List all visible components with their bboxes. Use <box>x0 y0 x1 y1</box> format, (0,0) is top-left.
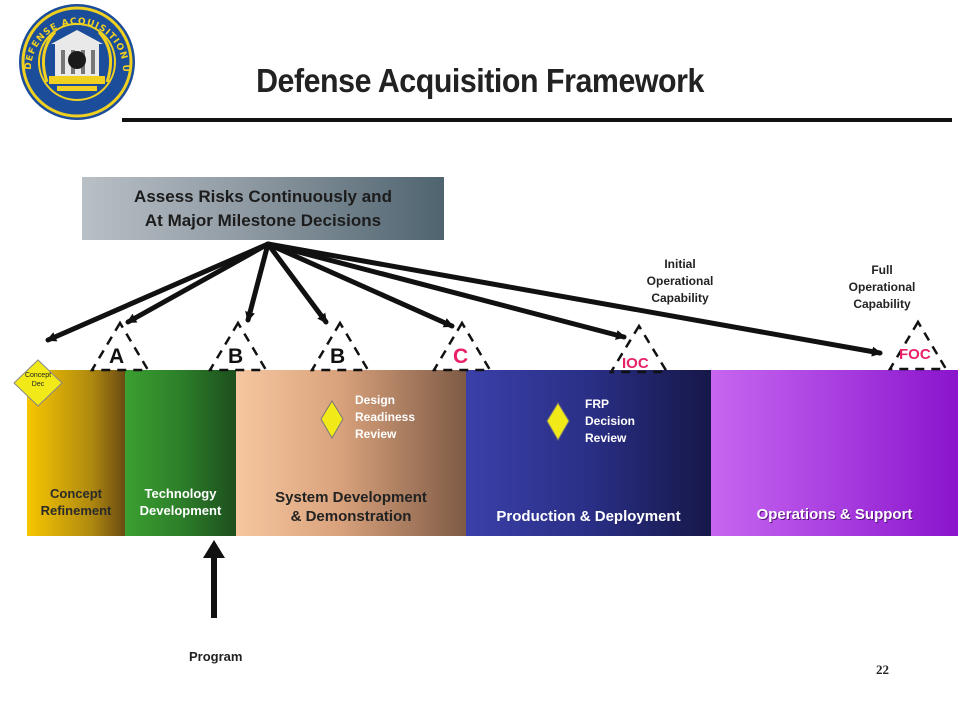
title-rule <box>122 118 952 122</box>
phase-system-development: System Development & Demonstration <box>236 370 466 536</box>
page-number: 22 <box>876 662 889 677</box>
arrow-to-milestone-b2 <box>265 241 329 325</box>
ioc-capability-note: Initial Operational Capability <box>620 256 740 307</box>
phase-concept-line2: Refinement <box>40 503 112 518</box>
program-arrowhead <box>203 540 225 558</box>
assess-risks-line1: Assess Risks Continuously and <box>134 186 392 206</box>
frp-review-line1: FRP <box>585 397 609 411</box>
ioc-note-line2: Operational <box>646 274 714 288</box>
program-label: Program <box>189 649 243 664</box>
concept-dec-line1: Concept <box>24 372 52 379</box>
concept-dec-line2: Dec <box>31 381 45 388</box>
phase-sdd-line1: System Development <box>275 489 427 506</box>
frp-review-line3: Review <box>585 431 627 445</box>
design-review-line1: Design <box>355 393 396 407</box>
page-title: Defense Acquisition Framework <box>256 62 704 99</box>
milestone-ioc-label: IOC <box>622 355 649 372</box>
phase-production-deployment: Production & Deployment <box>466 370 711 536</box>
milestone-b2-label: B <box>330 345 346 368</box>
ioc-note-line3: Capability <box>651 291 709 305</box>
phase-tech-line1: Technology <box>144 486 217 501</box>
arrow-to-milestone-b1 <box>245 241 271 323</box>
phase-pd-line1: Production & Deployment <box>496 508 681 525</box>
design-review-line3: Review <box>355 427 397 441</box>
assess-risks-box: Assess Risks Continuously and At Major M… <box>82 177 444 240</box>
milestone-a-label: A <box>109 345 125 368</box>
arrow-to-milestone-c <box>265 241 455 329</box>
arrow-to-milestone-a <box>125 241 271 325</box>
arrow-to-concept-dec <box>45 241 271 343</box>
svg-text:DEFENSE ACQUISITION UNIVERSITY: DEFENSE ACQUISITION UNIVERSITY <box>0 0 130 73</box>
frp-review-line2: Decision <box>585 414 636 428</box>
phase-concept-refinement: Concept Refinement <box>27 370 125 536</box>
foc-capability-note: Full Operational Capability <box>822 262 942 313</box>
foc-note-line1: Full <box>871 263 893 277</box>
ioc-note-line1: Initial <box>664 257 696 271</box>
phase-technology-development: Technology Development <box>125 370 236 536</box>
arrow-to-foc <box>265 241 883 357</box>
assess-risks-line2: At Major Milestone Decisions <box>144 210 382 230</box>
phase-concept-line1: Concept <box>50 486 102 501</box>
phase-operations-support: Operations & Support <box>711 370 958 536</box>
foc-note-line2: Operational <box>848 280 916 294</box>
arrow-to-ioc <box>265 241 627 340</box>
milestone-foc-label: FOC <box>899 346 931 363</box>
frp-decision-review-label: FRP Decision Review <box>585 396 635 447</box>
foc-note-line3: Capability <box>853 297 911 311</box>
milestone-c-label: C <box>453 345 469 368</box>
phase-sdd-line2: & Demonstration <box>290 508 412 525</box>
concept-dec-label: Concept Dec <box>14 371 62 389</box>
design-review-line2: Readiness <box>355 410 416 424</box>
phase-tech-line2: Development <box>139 503 222 518</box>
milestone-b1-label: B <box>228 345 244 368</box>
design-readiness-review-label: Design Readiness Review <box>355 392 415 443</box>
phase-os-line1: Operations & Support <box>756 506 913 523</box>
